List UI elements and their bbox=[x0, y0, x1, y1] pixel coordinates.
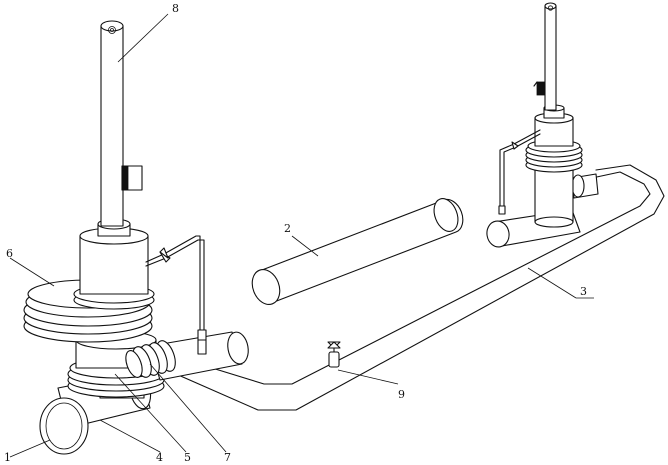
pipeline-valve bbox=[327, 341, 341, 368]
label-3: 3 bbox=[580, 285, 587, 298]
label-6: 6 bbox=[6, 247, 13, 260]
part-labels: 8 2 3 6 1 4 5 7 9 bbox=[4, 2, 587, 464]
leader-lines bbox=[9, 13, 594, 458]
loose-pipe bbox=[251, 198, 464, 305]
label-2: 2 bbox=[284, 222, 291, 235]
left-assembly bbox=[23, 20, 249, 455]
label-5: 5 bbox=[184, 451, 191, 464]
long-pipeline bbox=[175, 164, 665, 411]
label-1: 1 bbox=[4, 451, 11, 464]
label-9: 9 bbox=[398, 388, 405, 401]
label-7: 7 bbox=[224, 451, 231, 464]
label-8: 8 bbox=[172, 2, 179, 15]
right-assembly bbox=[486, 2, 599, 248]
label-4: 4 bbox=[156, 451, 163, 464]
